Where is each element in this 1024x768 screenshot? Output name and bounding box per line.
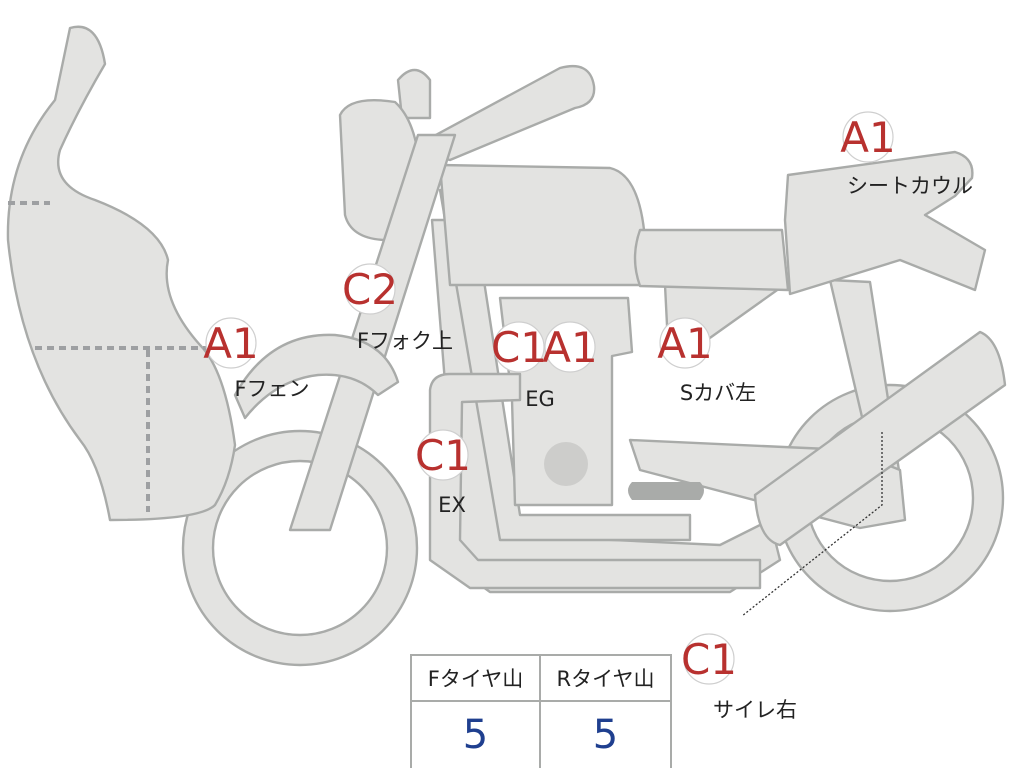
part-code: A1 xyxy=(657,319,712,368)
part-code: C2 xyxy=(342,265,398,314)
part-label: Fフェン xyxy=(234,377,309,401)
part-code: C1 xyxy=(491,323,547,372)
badge-engine-c1: C1 xyxy=(491,321,547,373)
fuel-tank xyxy=(438,163,652,287)
part-label: シートカウル xyxy=(847,174,973,198)
part-code: A1 xyxy=(840,113,895,162)
badge-seat-cowl: A1 シートカウル xyxy=(840,111,973,198)
silencer xyxy=(753,330,1007,547)
part-code: C1 xyxy=(681,635,737,684)
footpeg xyxy=(628,482,704,500)
part-badges: A1シートカウルC2Fフォク上A1FフェンC1A1EGA1Sカバ左C1EXC1サ… xyxy=(203,111,973,722)
part-code: A1 xyxy=(542,323,597,372)
part-label: Sカバ左 xyxy=(680,381,756,405)
badge-circle xyxy=(493,321,545,373)
rear-tire-value: 5 xyxy=(592,712,619,758)
badge-circle xyxy=(544,321,596,373)
front-wheel xyxy=(181,429,419,667)
part-label: EX xyxy=(438,493,466,517)
mirror xyxy=(396,68,432,120)
part-label: EG xyxy=(525,387,555,411)
exhaust-header xyxy=(428,372,762,590)
part-label: サイレ右 xyxy=(713,698,797,722)
rear-tire-header: Rタイヤ山 xyxy=(541,656,670,702)
badge-circle xyxy=(842,111,894,163)
engine-cover xyxy=(544,442,588,486)
front-tire-value: 5 xyxy=(412,702,541,768)
seat xyxy=(633,228,790,292)
badge-circle xyxy=(205,317,257,369)
part-code: C1 xyxy=(415,431,471,480)
front-fender-shape xyxy=(233,333,400,420)
badge-circle xyxy=(344,263,396,315)
part-label: Fフォク上 xyxy=(357,329,453,353)
badge-circle xyxy=(683,633,735,685)
silencer-leader xyxy=(741,432,883,617)
badge-silencer-right: C1 サイレ右 xyxy=(681,633,797,722)
seat-cowl-shape xyxy=(783,150,987,296)
tire-tread-table: Fタイヤ山 Rタイヤ山 5 5 xyxy=(410,654,672,768)
badge-circle xyxy=(417,429,469,481)
fairing xyxy=(6,25,237,522)
front-fork xyxy=(288,133,457,532)
part-code: A1 xyxy=(203,319,258,368)
front-tire-header: Fタイヤ山 xyxy=(412,656,541,702)
badge-circle xyxy=(659,317,711,369)
